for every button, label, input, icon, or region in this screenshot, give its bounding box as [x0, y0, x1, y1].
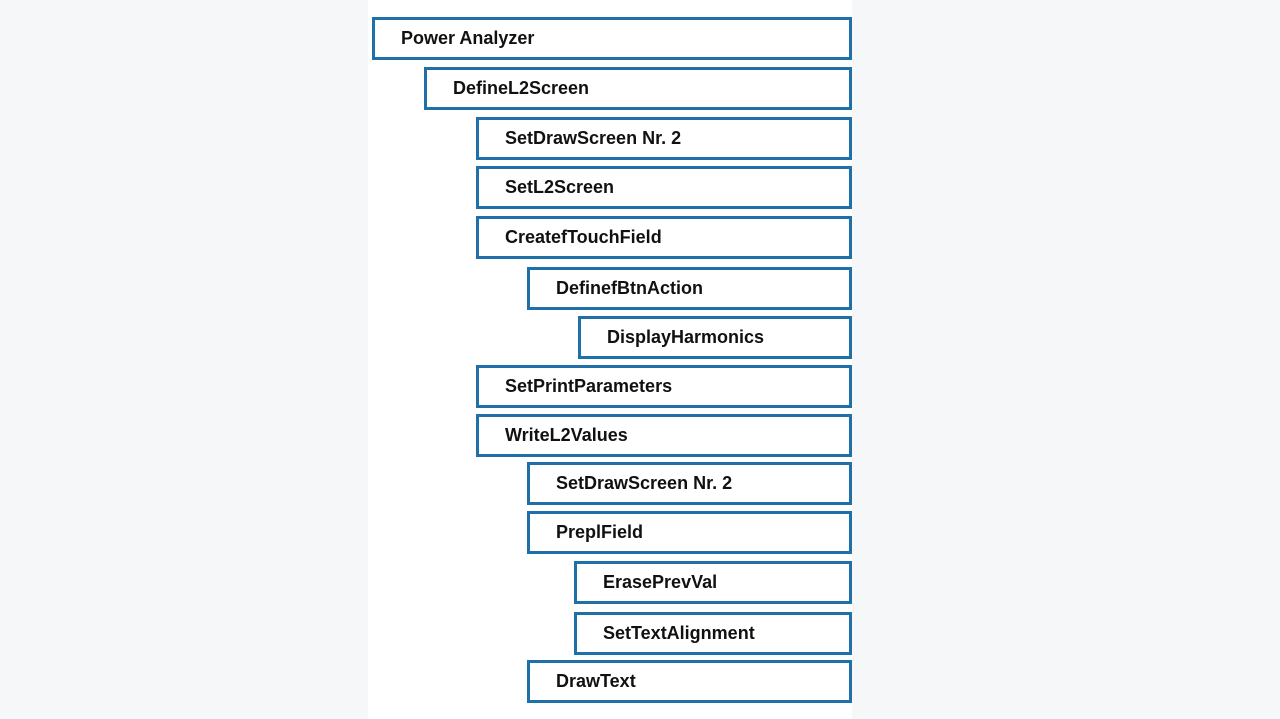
node-label: DisplayHarmonics [607, 327, 765, 347]
node-label: DrawText [556, 671, 636, 691]
node-power-analyzer: Power Analyzer [372, 17, 852, 60]
node-define-btn-action: DefinefBtnAction [527, 267, 852, 310]
node-display-harmonics: DisplayHarmonics [578, 316, 852, 359]
node-label: ErasePrevVal [603, 572, 718, 592]
node-create-touch-field: CreatefTouchField [476, 216, 852, 259]
node-label: WriteL2Values [505, 425, 628, 445]
node-label: SetL2Screen [505, 177, 615, 197]
node-label: SetTextAlignment [603, 623, 755, 643]
node-set-text-alignment: SetTextAlignment [574, 612, 852, 655]
node-label: SetPrintParameters [505, 376, 673, 396]
node-write-l2-values: WriteL2Values [476, 414, 852, 457]
node-define-l2-screen: DefineL2Screen [424, 67, 852, 110]
node-draw-text: DrawText [527, 660, 852, 703]
node-erase-prev-val: ErasePrevVal [574, 561, 852, 604]
node-set-draw-screen-2: SetDrawScreen Nr. 2 [527, 462, 852, 505]
node-label: PreplField [556, 522, 644, 542]
node-prepl-field: PreplField [527, 511, 852, 554]
node-label: DefineL2Screen [453, 78, 590, 98]
node-set-draw-screen-1: SetDrawScreen Nr. 2 [476, 117, 852, 160]
node-label: SetDrawScreen Nr. 2 [505, 128, 682, 148]
node-label: SetDrawScreen Nr. 2 [556, 473, 733, 493]
node-label: CreatefTouchField [505, 227, 662, 247]
node-set-l2-screen: SetL2Screen [476, 166, 852, 209]
node-label: DefinefBtnAction [556, 278, 703, 298]
diagram-panel: Power Analyzer DefineL2Screen SetDrawScr… [368, 0, 852, 719]
node-set-print-parameters: SetPrintParameters [476, 365, 852, 408]
node-label: Power Analyzer [401, 28, 535, 48]
